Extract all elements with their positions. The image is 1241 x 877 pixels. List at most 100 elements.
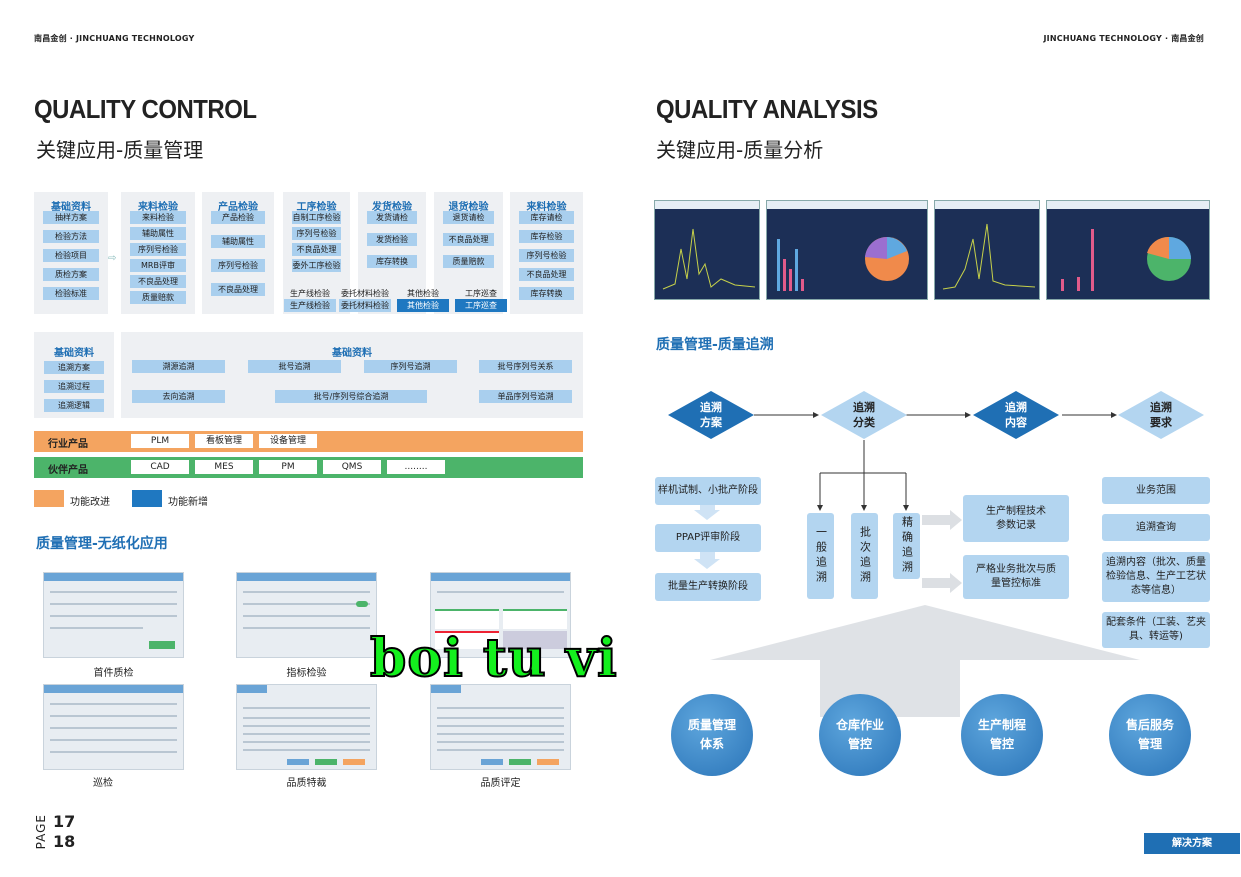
industry-item: 看板管理: [195, 434, 253, 448]
module-column-head: 产品检验: [218, 202, 258, 213]
module-column-head: 来料检验: [138, 202, 178, 213]
flow-node-category: 追溯 分类: [821, 391, 907, 439]
module-column-head: 来料检验: [526, 202, 567, 213]
page-label: PAGE: [34, 814, 48, 850]
module-item: 序列号检验: [130, 243, 186, 256]
req-scope: 业务范围: [1102, 477, 1210, 504]
stage-ppap: PPAP评审阶段: [655, 524, 761, 552]
module-item: 发货检验: [367, 233, 417, 246]
trace-func-item: 溯源追溯: [132, 360, 225, 373]
sub-check-item: 其他检验: [397, 299, 449, 312]
module-column: 发货检验发货请检发货检验库存转换: [358, 192, 426, 314]
module-column: 来料检验库存请检库存检验序列号检验不良品处理库存转换: [510, 192, 583, 314]
right-page: JINCHUANG TECHNOLOGY · 南昌金创 QUALITY ANAL…: [620, 0, 1240, 877]
partner-item: QMS: [323, 460, 381, 474]
sub-check-item: 委托材料检验: [339, 299, 391, 312]
trace-general: 一般追溯: [807, 513, 834, 599]
partner-label: 伙伴产品: [48, 465, 88, 476]
industry-label: 行业产品: [48, 439, 88, 450]
partner-item: MES: [195, 460, 253, 474]
module-item: 产品检验: [211, 211, 265, 224]
circle-warehouse: 仓库作业 管控: [819, 694, 901, 776]
trace-item: 追溯方案: [44, 361, 104, 374]
legend-improve: 功能改进: [70, 497, 110, 508]
dashboard-pie-2: [1046, 200, 1210, 300]
dashboard-line-2: [934, 200, 1040, 300]
module-item: 检验方法: [43, 230, 99, 243]
circle-after-sales: 售后服务 管理: [1109, 694, 1191, 776]
module-item: 不良品处理: [292, 243, 341, 256]
module-item: MRB评审: [130, 259, 186, 272]
sub-check-label: 其他检验: [407, 289, 439, 298]
module-item: 质检方案: [43, 268, 99, 281]
caption-patrol: 巡检: [93, 778, 113, 789]
title-en-right: QUALITY ANALYSIS: [656, 94, 878, 124]
module-item: 库存检验: [519, 230, 574, 243]
module-item: 辅助属性: [130, 227, 186, 240]
brand-right: JINCHUANG TECHNOLOGY · 南昌金创: [1043, 34, 1204, 43]
title-en-left: QUALITY CONTROL: [34, 94, 257, 124]
legend-new: 功能新增: [168, 497, 208, 508]
trace-func-item: 批号/序列号综合追溯: [275, 390, 427, 403]
screenshot-patrol: [43, 684, 184, 770]
screenshot-first-inspection: [43, 572, 184, 658]
module-item: 不良品处理: [443, 233, 494, 246]
partner-bar: 伙伴产品 CAD MES PM QMS ........: [34, 457, 583, 478]
caption-index-inspection: 指标检验: [286, 668, 327, 679]
trace-func-item: 去向追溯: [132, 390, 225, 403]
screenshot-quality-evaluation: [430, 684, 571, 770]
module-column: 退货检验退货请检不良品处理质量赔款: [434, 192, 503, 314]
module-item: 质量赔款: [130, 291, 186, 304]
brand-left: 南昌金创 · JINCHUANG TECHNOLOGY: [34, 34, 195, 43]
mid-batch-standard: 严格业务批次与质 量管控标准: [963, 555, 1069, 599]
flow-node-requirement: 追溯 要求: [1118, 391, 1204, 439]
dashboard-pie-1: [766, 200, 928, 300]
partner-item: CAD: [131, 460, 189, 474]
sub-check-item: 生产线检验: [284, 299, 336, 312]
module-item: 发货请检: [367, 211, 417, 224]
sub-check-item: 工序巡查: [455, 299, 507, 312]
sub-check-label: 生产线检验: [290, 289, 330, 298]
trace-func-item: 单品序列号追溯: [479, 390, 572, 403]
module-column: 工序检验自制工序检验序列号检验不良品处理委外工序检验: [283, 192, 350, 314]
module-item: 抽样方案: [43, 211, 99, 224]
module-item: 序列号检验: [292, 227, 341, 240]
module-item: 辅助属性: [211, 235, 265, 248]
legend-swatch-new: [132, 490, 162, 507]
trace-item: 追溯逻辑: [44, 399, 104, 412]
module-item: 库存请检: [519, 211, 574, 224]
footer-tab: 解决方案: [1144, 833, 1240, 854]
trace-basic-panel: 基础资料 追溯方案 追溯过程 追溯逻辑: [34, 332, 114, 418]
sub-check-label: 工序巡查: [465, 289, 497, 298]
module-item: 库存转换: [367, 255, 417, 268]
module-item: 退货请检: [443, 211, 494, 224]
trace-func-panel: 基础资料 溯源追溯 批号追溯 序列号追溯 批号序列号关系 去向追溯 批号/序列号…: [121, 332, 583, 418]
module-item: 检验标准: [43, 287, 99, 300]
module-item: 不良品处理: [519, 268, 574, 281]
module-item: 序列号检验: [211, 259, 265, 272]
left-page: 南昌金创 · JINCHUANG TECHNOLOGY QUALITY CONT…: [0, 0, 620, 877]
trace-title: 质量管理-质量追溯: [656, 337, 774, 353]
industry-item: 设备管理: [259, 434, 317, 448]
module-item: 库存转换: [519, 287, 574, 300]
circle-quality-system: 质量管理 体系: [671, 694, 753, 776]
industry-item: PLM: [131, 434, 189, 448]
module-item: 检验项目: [43, 249, 99, 262]
module-item: 不良品处理: [211, 283, 265, 296]
partner-item: PM: [259, 460, 317, 474]
caption-first-inspection: 首件质检: [93, 668, 134, 679]
flow-node-content: 追溯 内容: [973, 391, 1059, 439]
paperless-title: 质量管理-无纸化应用: [36, 536, 168, 552]
trace-item: 追溯过程: [44, 380, 104, 393]
arrow-icon: ⇨: [108, 253, 117, 264]
flow-node-scheme: 追溯 方案: [668, 391, 754, 439]
screenshot-quality-ruling: [236, 684, 377, 770]
module-item: 质量赔款: [443, 255, 494, 268]
module-column: 产品检验产品检验辅助属性序列号检验不良品处理: [202, 192, 274, 314]
stage-prototype: 样机试制、小批产阶段: [655, 477, 761, 505]
page-num-18: 18: [53, 832, 76, 851]
mid-process-record: 生产制程技术 参数记录: [963, 495, 1069, 542]
trace-func-item: 批号序列号关系: [479, 360, 572, 373]
module-item: 来料检验: [130, 211, 186, 224]
